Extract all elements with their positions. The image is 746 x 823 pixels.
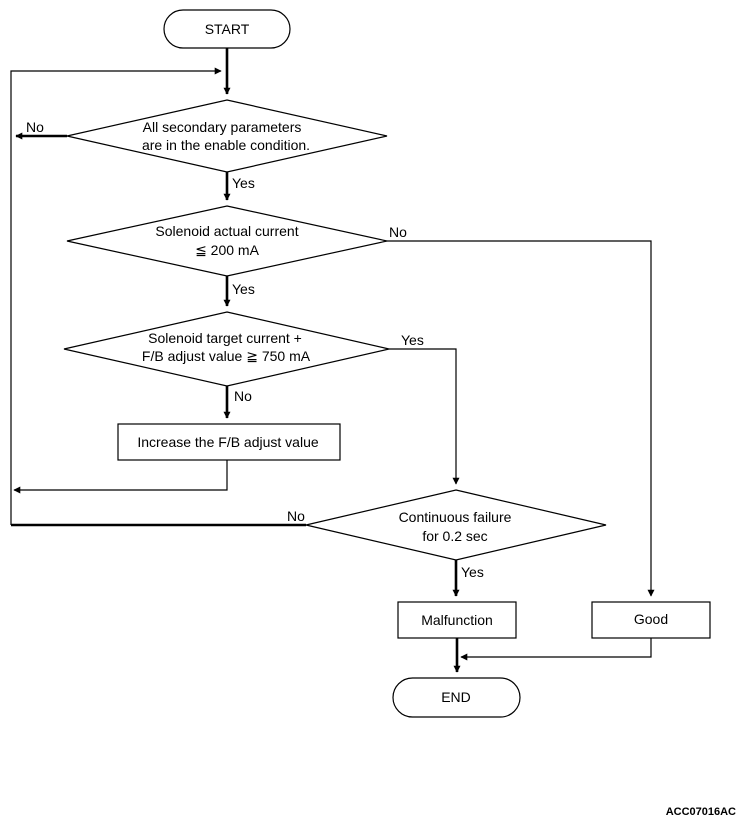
good-label: Good [634,611,668,627]
target-no-label: No [234,388,252,404]
process-malfunction: Malfunction [397,601,517,639]
target-line-2: F/B adjust value ≧ 750 mA [142,348,311,364]
decision-actual-current: Solenoid actual current ≦ 200 mA [66,205,388,277]
actual-yes-label: Yes [232,281,255,297]
connector-loop-return [10,67,222,525]
continuous-line-1: Continuous failure [399,509,512,525]
increase-label: Increase the F/B adjust value [137,434,319,450]
decision-target-current: Solenoid target current + F/B adjust val… [63,311,390,387]
malfunction-label: Malfunction [421,612,493,628]
decision-enable-condition: All secondary parameters are in the enab… [66,99,388,173]
connector-good-end [460,638,652,661]
target-line-1: Solenoid target current + [148,330,302,346]
enable-yes-label: Yes [232,175,255,191]
enable-no-label: No [26,119,44,135]
continuous-yes-label: Yes [461,564,484,580]
end-label: END [441,689,471,705]
process-good: Good [591,601,711,639]
continuous-line-2: for 0.2 sec [422,528,487,544]
decision-continuous-failure: Continuous failure for 0.2 sec [305,489,607,561]
actual-no-label: No [389,224,407,240]
enable-line-1: All secondary parameters [143,119,302,135]
process-increase-fb: Increase the F/B adjust value [117,423,341,461]
actual-line-1: Solenoid actual current [155,223,298,239]
start-terminator: START [163,9,291,49]
connector-actual-no [387,240,655,597]
actual-line-2: ≦ 200 mA [195,242,260,258]
connector-target-yes [389,348,460,485]
continuous-no-label: No [287,508,305,524]
end-terminator: END [392,677,521,718]
enable-line-2: are in the enable condition. [142,137,310,153]
target-yes-label: Yes [401,332,424,348]
start-label: START [205,21,250,37]
connector-increase-loop [13,460,228,494]
figure-code: ACC07016AC [666,806,736,818]
